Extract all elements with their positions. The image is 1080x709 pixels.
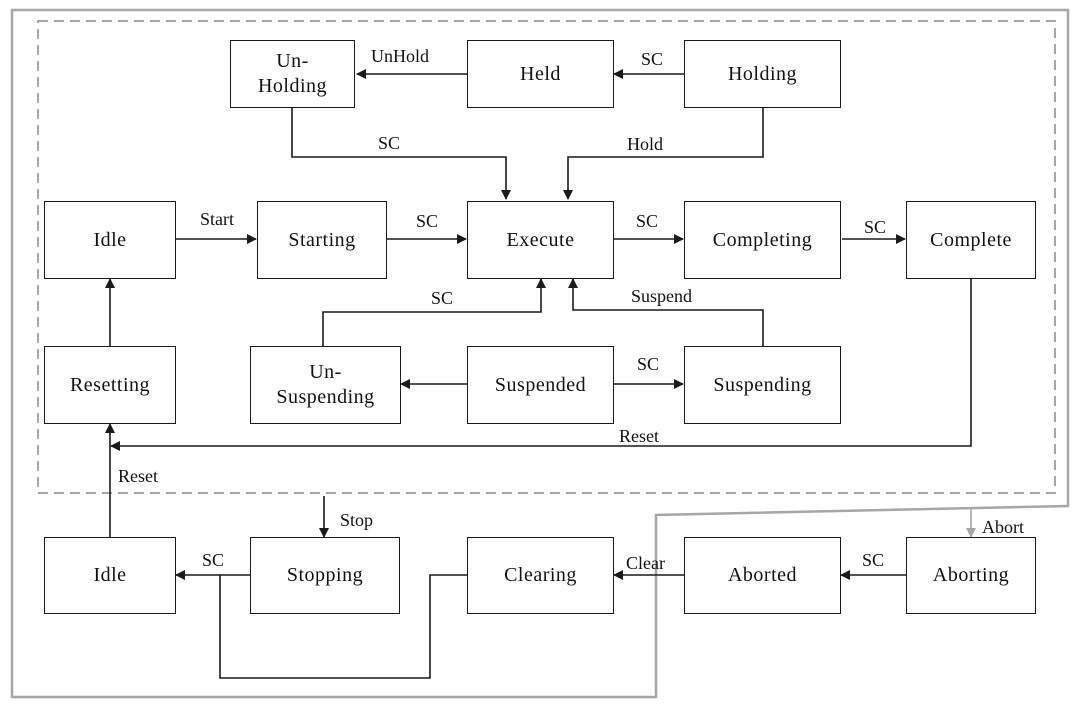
- label-reset-complete: Reset: [619, 426, 659, 446]
- label-unsuspending-to-execute-sc: SC: [431, 288, 454, 308]
- state-starting: Starting: [257, 201, 387, 279]
- state-idle-top: Idle: [44, 201, 176, 279]
- arrow-unsuspending-to-execute: [322, 278, 546, 346]
- label-execute-to-completing-sc: SC: [636, 211, 659, 231]
- arrow-holding-to-execute: [563, 108, 764, 200]
- inner-dashed-boundary: [37, 20, 1056, 494]
- state-completing: Completing: [684, 201, 841, 279]
- label-clear: Clear: [626, 553, 665, 573]
- label-completing-to-complete-sc: SC: [864, 217, 887, 237]
- state-aborting: Aborting: [906, 537, 1036, 614]
- label-hold: Hold: [627, 134, 663, 154]
- state-suspending: Suspending: [684, 346, 841, 424]
- label-unholding-to-execute-sc: SC: [378, 133, 401, 153]
- label-stop: Stop: [340, 510, 374, 530]
- state-resetting: Resetting: [44, 346, 176, 424]
- label-abort: Abort: [982, 517, 1024, 537]
- state-complete: Complete: [906, 201, 1036, 279]
- label-holding-to-held-sc: SC: [641, 49, 664, 69]
- line-clearing-loop: [219, 574, 467, 679]
- arrow-unholding-to-execute: [291, 108, 511, 200]
- state-stopping: Stopping: [250, 537, 400, 614]
- label-starting-to-execute-sc: SC: [416, 211, 439, 231]
- state-held: Held: [467, 40, 614, 108]
- outer-boundary: [10, 8, 1070, 699]
- label-aborting-to-aborted-sc: SC: [862, 550, 885, 570]
- state-unsuspending: Un- Suspending: [250, 346, 401, 424]
- label-reset-idle: Reset: [118, 466, 158, 486]
- state-clearing: Clearing: [467, 537, 614, 614]
- arrow-complete-to-resetting: [110, 279, 972, 451]
- label-suspend: Suspend: [631, 286, 693, 306]
- state-execute: Execute: [467, 201, 614, 279]
- state-suspended: Suspended: [467, 346, 614, 424]
- label-stopping-to-idle-sc: SC: [202, 550, 225, 570]
- label-unhold: UnHold: [371, 46, 429, 66]
- label-suspended-to-suspending-sc: SC: [637, 354, 660, 374]
- state-aborted: Aborted: [684, 537, 841, 614]
- state-idle-bottom: Idle: [44, 537, 176, 614]
- arrow-suspending-to-execute: [568, 278, 764, 346]
- state-unholding: Un- Holding: [230, 40, 355, 108]
- state-holding: Holding: [684, 40, 841, 108]
- label-start: Start: [200, 209, 234, 229]
